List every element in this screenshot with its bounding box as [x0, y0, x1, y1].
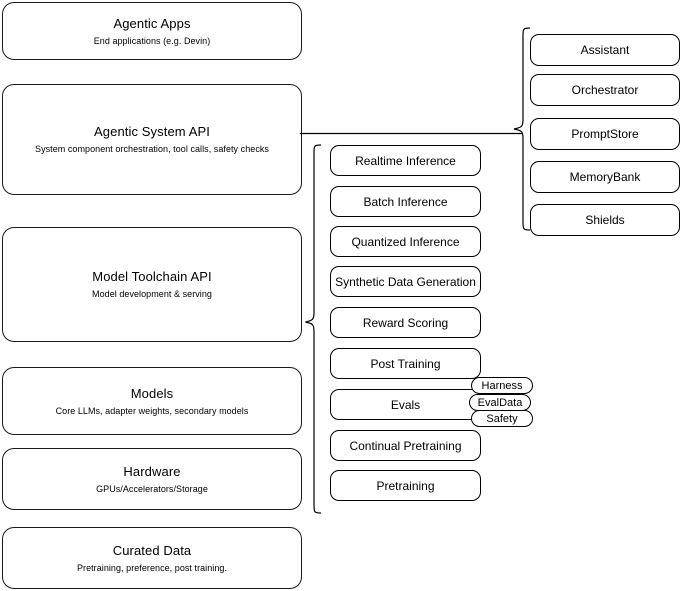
component-box-assistant[interactable]: Assistant [530, 34, 680, 66]
component-label: Evals [390, 397, 421, 412]
component-label: Realtime Inference [355, 153, 456, 168]
component-label: Shields [585, 213, 625, 227]
subcomponent-label: EvalData [477, 396, 523, 409]
component-label: MemoryBank [569, 170, 641, 184]
layer-title: Agentic Apps [113, 15, 191, 31]
component-box-post-training[interactable]: Post Training [330, 348, 481, 379]
component-box-continual-pretraining[interactable]: Continual Pretraining [330, 430, 481, 461]
subcomponent-pill-evaldata[interactable]: EvalData [469, 394, 531, 411]
layer-title: Model Toolchain API [92, 269, 212, 284]
layer-title: Models [130, 385, 174, 401]
component-label: Assistant [580, 43, 630, 57]
component-box-quantized-inference[interactable]: Quantized Inference [330, 226, 481, 257]
component-box-synthetic-data-generation[interactable]: Synthetic Data Generation [330, 266, 481, 297]
layer-subtitle: Core LLMs, adapter weights, secondary mo… [55, 405, 249, 416]
layer-title: Agentic System API [94, 124, 210, 139]
component-box-batch-inference[interactable]: Batch Inference [330, 186, 481, 217]
component-box-reward-scoring[interactable]: Reward Scoring [330, 307, 481, 338]
layer-box-curated-data[interactable]: Curated Data Pretraining, preference, po… [2, 527, 302, 589]
layer-box-model-toolchain-api[interactable]: Model Toolchain API Model development & … [2, 227, 302, 342]
component-box-memorybank[interactable]: MemoryBank [530, 161, 680, 193]
component-label: Quantized Inference [351, 234, 460, 249]
layer-subtitle: Model development & serving [92, 289, 212, 299]
subcomponent-label: Harness [481, 379, 523, 392]
subcomponent-pill-harness[interactable]: Harness [471, 377, 533, 394]
layer-title: Hardware [123, 463, 181, 479]
component-label: Orchestrator [571, 83, 639, 97]
layer-subtitle: System component orchestration, tool cal… [35, 144, 269, 154]
component-label: Post Training [370, 356, 441, 371]
layer-subtitle: Pretraining, preference, post training. [76, 562, 228, 573]
layer-subtitle: GPUs/Accelerators/Storage [96, 483, 208, 494]
component-box-orchestrator[interactable]: Orchestrator [530, 74, 680, 106]
component-label: PromptStore [571, 127, 639, 141]
component-label: Continual Pretraining [349, 438, 462, 453]
layer-box-models[interactable]: Models Core LLMs, adapter weights, secon… [2, 367, 302, 435]
layer-subtitle: End applications (e.g. Devin) [93, 35, 211, 46]
subcomponent-label: Safety [486, 412, 518, 425]
layer-box-hardware[interactable]: Hardware GPUs/Accelerators/Storage [2, 448, 302, 510]
component-box-promptstore[interactable]: PromptStore [530, 118, 680, 150]
component-label: Pretraining [376, 478, 435, 493]
component-label: Reward Scoring [362, 315, 449, 330]
connector-agentic-system-api [300, 132, 522, 135]
subcomponent-pill-safety[interactable]: Safety [471, 410, 533, 427]
layer-title: Curated Data [112, 542, 192, 558]
brace-toolchain-components [305, 144, 322, 514]
component-label: Synthetic Data Generation [335, 274, 476, 289]
component-box-realtime-inference[interactable]: Realtime Inference [330, 145, 481, 176]
component-box-shields[interactable]: Shields [530, 204, 680, 236]
component-box-pretraining[interactable]: Pretraining [330, 470, 481, 501]
brace-agentic-components [513, 27, 531, 231]
layer-box-agentic-apps[interactable]: Agentic Apps End applications (e.g. Devi… [2, 2, 302, 60]
component-box-evals[interactable]: Evals [330, 389, 481, 420]
component-label: Batch Inference [363, 194, 448, 209]
layer-box-agentic-system-api[interactable]: Agentic System API System component orch… [2, 84, 302, 195]
